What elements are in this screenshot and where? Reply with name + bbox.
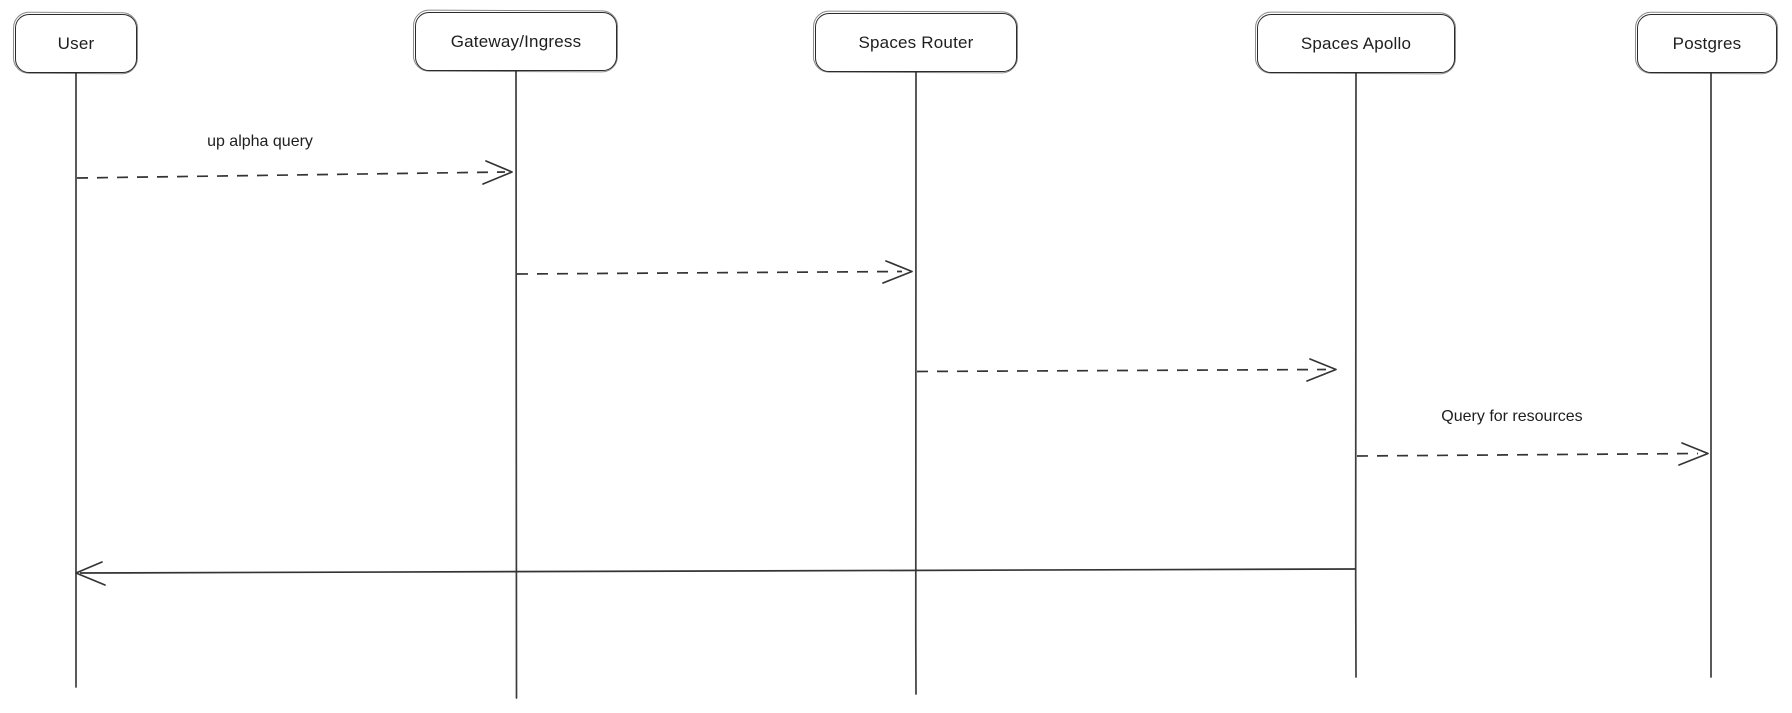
arrowhead-left-5 (75, 561, 106, 586)
lifeline-spaces-apollo (1354, 71, 1358, 678)
arrowhead-right-2 (882, 260, 913, 284)
message-label-4: Query for resources (1441, 408, 1583, 425)
lifeline-gateway-ingress (515, 69, 518, 699)
message-arrow-4 (1356, 452, 1699, 457)
arrowhead-right-4 (1678, 442, 1709, 466)
message-label-1: up alpha query (207, 133, 313, 150)
actor-spaces-router-label: Spaces Router (858, 33, 974, 52)
message-arrow-2 (516, 270, 903, 275)
message-arrow-3 (916, 368, 1327, 373)
actor-postgres-label: Postgres (1672, 34, 1742, 53)
arrowhead-right-3 (1306, 358, 1337, 382)
message-arrow-5 (79, 568, 1357, 574)
actor-gateway-ingress: Gateway/Ingress (415, 12, 617, 71)
actor-spaces-router: Spaces Router (815, 13, 1017, 72)
message-arrow-1 (76, 171, 506, 179)
actor-postgres: Postgres (1637, 14, 1777, 73)
actor-user-label: User (57, 34, 95, 53)
actor-spaces-apollo-label: Spaces Apollo (1300, 34, 1412, 53)
actor-user: User (15, 14, 137, 73)
lifeline-spaces-router (914, 70, 918, 695)
lifeline-user (74, 71, 78, 688)
actor-gateway-ingress-label: Gateway/Ingress (450, 32, 582, 51)
actor-spaces-apollo: Spaces Apollo (1257, 14, 1455, 73)
arrowhead-right-1 (482, 160, 513, 185)
lifeline-postgres (1709, 70, 1713, 678)
